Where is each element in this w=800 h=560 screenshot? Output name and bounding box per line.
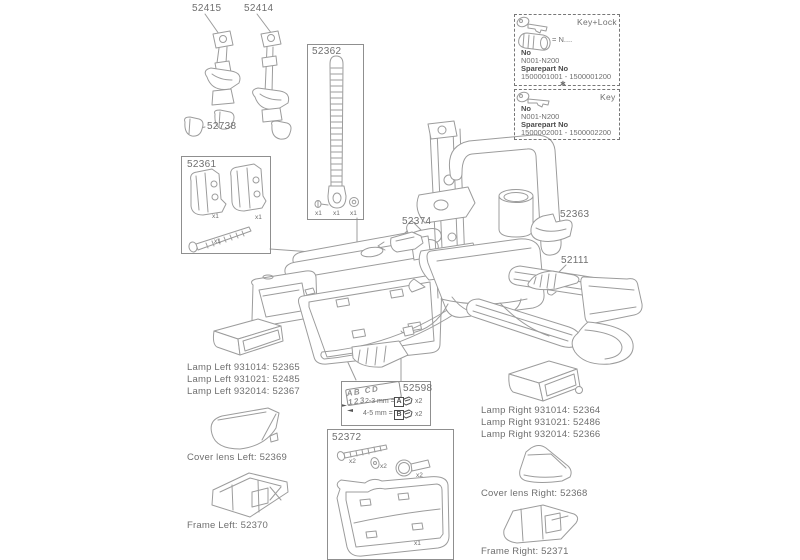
strap-kit-qty-3: x1 <box>350 210 357 217</box>
key-lock-sparepart-label: Sparepart No <box>521 64 569 73</box>
holder-kit-52372-drawing <box>336 444 450 557</box>
cover-lens-right-drawing <box>519 445 572 483</box>
key-lock-title: Key+Lock <box>577 17 617 27</box>
holder-kit-qty-1: x2 <box>349 458 356 465</box>
key-lock-no-value: N001-N200 <box>521 56 560 65</box>
part-label-clamp-a: 52415 <box>192 3 222 14</box>
lamp-left-drawing <box>212 318 284 356</box>
plate-kit-52598-drawing <box>341 396 413 419</box>
plate-row-qty-a: x2 <box>415 398 423 405</box>
strap-guide-52374-drawing <box>377 231 424 253</box>
holder-kit-qty-4: x1 <box>414 540 421 547</box>
lamp-left-line-3: Lamp Left 932014: 52367 <box>187 386 300 397</box>
strap-kit-52362-drawing <box>314 55 359 209</box>
key-lock-sparepart-value: 1500001001 - 1500001200 <box>521 72 612 81</box>
part-label-foot-pad: 52738 <box>207 121 237 132</box>
strap-kit-box <box>307 44 364 220</box>
bracket-kit-qty-1: x1 <box>212 213 219 220</box>
bracket-kit-box <box>181 156 271 254</box>
holder-kit-box <box>327 429 454 560</box>
clamp-52414-drawing <box>252 30 292 140</box>
holder-kit-qty-2: x2 <box>380 463 387 470</box>
strap-kit-qty-1: x1 <box>315 210 322 217</box>
cover-lens-left-drawing <box>210 407 280 450</box>
key-title: Key <box>600 92 616 102</box>
plate-row-qty-b: x2 <box>415 411 423 418</box>
part-label-strap-kit: 52362 <box>312 46 342 57</box>
lamp-right-drawing <box>508 360 583 402</box>
key-sparepart-label: Sparepart No <box>521 120 569 129</box>
clamp-52415-drawing <box>204 30 241 130</box>
key-icon-2 <box>516 91 550 108</box>
handle-52363-drawing <box>530 213 573 242</box>
part-label-bracket-kit: 52361 <box>187 159 217 170</box>
plate-row-letter-a: A <box>394 397 404 407</box>
key-box <box>514 89 620 140</box>
key-no-label: No <box>521 104 531 113</box>
key-lock-cylinder-note: = N.... <box>552 35 573 44</box>
part-label-pedal: 52111 <box>561 255 589 266</box>
part-label-holder-kit: 52372 <box>332 432 362 443</box>
frame-right-label: Frame Right: 52371 <box>481 546 569 557</box>
lamp-right-line-2: Lamp Right 931021: 52486 <box>481 417 601 428</box>
bracket-kit-52361-drawing <box>188 163 267 253</box>
key-lock-box <box>514 14 620 86</box>
bracket-kit-qty-3: x1 <box>214 238 221 245</box>
cover-lens-right-label: Cover lens Right: 52368 <box>481 488 588 499</box>
plate-row-range-b: 4-5 mm = <box>363 410 393 417</box>
foot-52738-drawing <box>184 116 204 137</box>
frame-left-drawing <box>211 472 289 518</box>
plate-row-letter-b: B <box>394 410 404 420</box>
part-label-clamp-b: 52414 <box>244 3 274 14</box>
lamp-left-line-1: Lamp Left 931014: 52365 <box>187 362 300 373</box>
key-sparepart-value: 1500002001 - 1500002200 <box>521 128 612 137</box>
part-label-strap-guide: 52374 <box>402 216 432 227</box>
lamp-right-line-3: Lamp Right 932014: 52366 <box>481 429 601 440</box>
lamp-right-line-1: Lamp Right 931014: 52364 <box>481 405 601 416</box>
bracket-kit-qty-2: x1 <box>255 214 262 221</box>
box-separator: ✱ <box>560 81 566 88</box>
key-no-value: N001-N200 <box>521 112 560 121</box>
key-icon <box>516 16 548 34</box>
holder-kit-qty-3: x2 <box>416 472 423 479</box>
part-label-plate-kit: 52598 <box>403 383 433 394</box>
part-label-handle: 52363 <box>560 209 590 220</box>
cover-lens-left-label: Cover lens Left: 52369 <box>187 452 287 463</box>
strap-kit-qty-2: x1 <box>333 210 340 217</box>
plate-row-range-a: 2-3 mm = <box>365 398 395 405</box>
frame-left-label: Frame Left: 52370 <box>187 520 269 531</box>
lamp-left-line-2: Lamp Left 931021: 52485 <box>187 374 300 385</box>
lock-cylinder-icon <box>518 32 551 51</box>
key-lock-no-label: No <box>521 48 531 57</box>
pedal-52111-drawing <box>527 270 580 296</box>
thickness-arrow-icon-2 <box>347 409 353 412</box>
thickness-arrow-icon <box>341 404 347 407</box>
frame-right-drawing <box>503 504 579 544</box>
